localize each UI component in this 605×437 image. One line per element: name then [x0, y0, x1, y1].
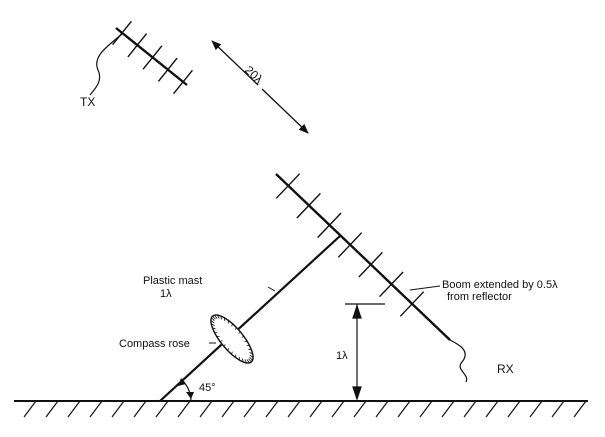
- ground-hatch-mark: [552, 401, 564, 417]
- plastic-mast: [160, 236, 340, 401]
- plastic-mast-length-label: 1λ: [160, 288, 172, 300]
- height-dimension: [345, 304, 385, 399]
- tx-feed-cable: [90, 34, 122, 95]
- angle-label: 45°: [199, 382, 216, 394]
- ground-hatch-mark: [68, 401, 80, 417]
- ground-hatch-mark: [574, 401, 586, 417]
- ground-hatch-mark: [156, 401, 168, 417]
- plastic-mast-label: Plastic mast: [143, 275, 202, 287]
- ground-hatch-mark: [178, 401, 190, 417]
- tx-element: [113, 21, 132, 44]
- ground-hatch-mark: [530, 401, 542, 417]
- compass-tick: [247, 345, 250, 346]
- boom-label-line2: from reflector: [447, 291, 512, 303]
- distance-label: 20λ: [242, 63, 266, 86]
- ground-hatch-mark: [354, 401, 366, 417]
- rx-boom: [276, 174, 450, 340]
- ground-hatching: [24, 401, 586, 417]
- ground-hatch-mark: [310, 401, 322, 417]
- tx-boom: [116, 28, 187, 85]
- ground-hatch-mark: [486, 401, 498, 417]
- ground-hatch-mark: [420, 401, 432, 417]
- height-label: 1λ: [336, 350, 348, 362]
- ground-hatch-mark: [24, 401, 36, 417]
- ground-hatch-mark: [288, 401, 300, 417]
- ground-hatch-mark: [46, 401, 58, 417]
- boom-label-line1: Boom extended by 0.5λ: [442, 279, 558, 291]
- tx-element: [174, 70, 193, 93]
- compass-rose-label: Compass rose: [119, 338, 190, 350]
- distance-arrow-down: [262, 89, 308, 133]
- ground-hatch-mark: [90, 401, 102, 417]
- angle-arrow-bottom: [186, 392, 194, 399]
- height-arrow-down: [353, 387, 361, 399]
- height-arrow-up: [353, 306, 361, 318]
- ground-hatch-mark: [244, 401, 256, 417]
- ground-hatch-mark: [398, 401, 410, 417]
- tx-element: [128, 34, 147, 57]
- ground-hatch-mark: [376, 401, 388, 417]
- tx-elements: [113, 21, 193, 93]
- compass-tick: [214, 332, 217, 333]
- ground-hatch-mark: [200, 401, 212, 417]
- mast-line: [160, 236, 340, 401]
- ground-hatch-mark: [332, 401, 344, 417]
- ground-hatch-mark: [266, 401, 278, 417]
- ground-hatch-mark: [442, 401, 454, 417]
- ground-hatch-mark: [508, 401, 520, 417]
- mast-label-leader: [268, 287, 275, 291]
- ground-hatch-mark: [112, 401, 124, 417]
- ground: [14, 401, 588, 417]
- distance-arrow: [212, 41, 308, 133]
- rx-feed-cable: [450, 340, 467, 382]
- tx-antenna: [90, 21, 192, 95]
- ground-hatch-mark: [222, 401, 234, 417]
- ground-hatch-mark: [464, 401, 476, 417]
- boom-label-leader: [410, 286, 440, 290]
- tx-element: [158, 58, 177, 81]
- rx-label: RX: [497, 362, 514, 376]
- ground-hatch-mark: [134, 401, 146, 417]
- angle-indicator: [178, 378, 194, 401]
- tx-element: [143, 46, 162, 69]
- rx-antenna: [276, 174, 467, 382]
- tx-label: TX: [80, 95, 95, 109]
